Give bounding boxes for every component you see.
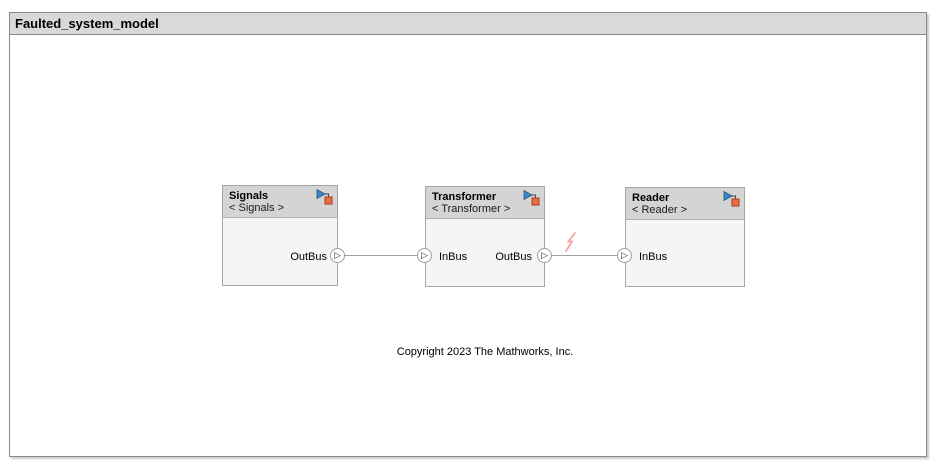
port-label-outbus: OutBus <box>290 251 327 263</box>
block-signals-header: Signals < Signals > <box>223 186 337 218</box>
port-triangle-icon: ▷ <box>421 250 428 260</box>
component-link-badge-icon[interactable] <box>723 190 741 207</box>
block-name: Transformer <box>432 191 497 203</box>
model-window: Faulted_system_model Signals < Signals >… <box>9 12 927 457</box>
copyright-annotation: Copyright 2023 The Mathworks, Inc. <box>396 346 574 358</box>
signal-line-signals-to-transformer[interactable] <box>338 255 425 256</box>
block-transformer-header: Transformer < Transformer > <box>426 187 544 219</box>
port-label-inbus: InBus <box>639 251 668 263</box>
model-title: Faulted_system_model <box>15 16 159 31</box>
block-reader-header: Reader < Reader > <box>626 188 744 220</box>
block-name: Reader <box>632 192 670 204</box>
block-transformer[interactable]: Transformer < Transformer > InBus OutBus <box>425 186 545 287</box>
fault-lightning-icon[interactable] <box>563 231 579 253</box>
component-link-badge-icon[interactable] <box>316 188 334 205</box>
block-subtitle: < Transformer > <box>432 203 511 215</box>
model-title-bar: Faulted_system_model <box>10 13 926 35</box>
port-triangle-icon: ▷ <box>334 250 341 260</box>
port-triangle-icon: ▷ <box>621 250 628 260</box>
port-transformer-inbus[interactable]: ▷ <box>417 248 432 263</box>
block-subtitle: < Signals > <box>229 202 285 214</box>
port-label-inbus: InBus <box>439 251 468 263</box>
port-triangle-icon: ▷ <box>541 250 548 260</box>
component-link-badge-icon[interactable] <box>523 189 541 206</box>
port-transformer-outbus[interactable]: ▷ <box>537 248 552 263</box>
signal-line-transformer-to-reader[interactable] <box>545 255 625 256</box>
port-reader-inbus[interactable]: ▷ <box>617 248 632 263</box>
port-label-outbus: OutBus <box>495 251 532 263</box>
block-reader[interactable]: Reader < Reader > InBus <box>625 187 745 287</box>
block-name: Signals <box>229 190 269 202</box>
block-subtitle: < Reader > <box>632 204 688 216</box>
block-signals[interactable]: Signals < Signals > OutBus <box>222 185 338 286</box>
diagram-canvas[interactable]: Signals < Signals > OutBus Transformer <… <box>10 35 926 456</box>
port-signals-outbus[interactable]: ▷ <box>330 248 345 263</box>
